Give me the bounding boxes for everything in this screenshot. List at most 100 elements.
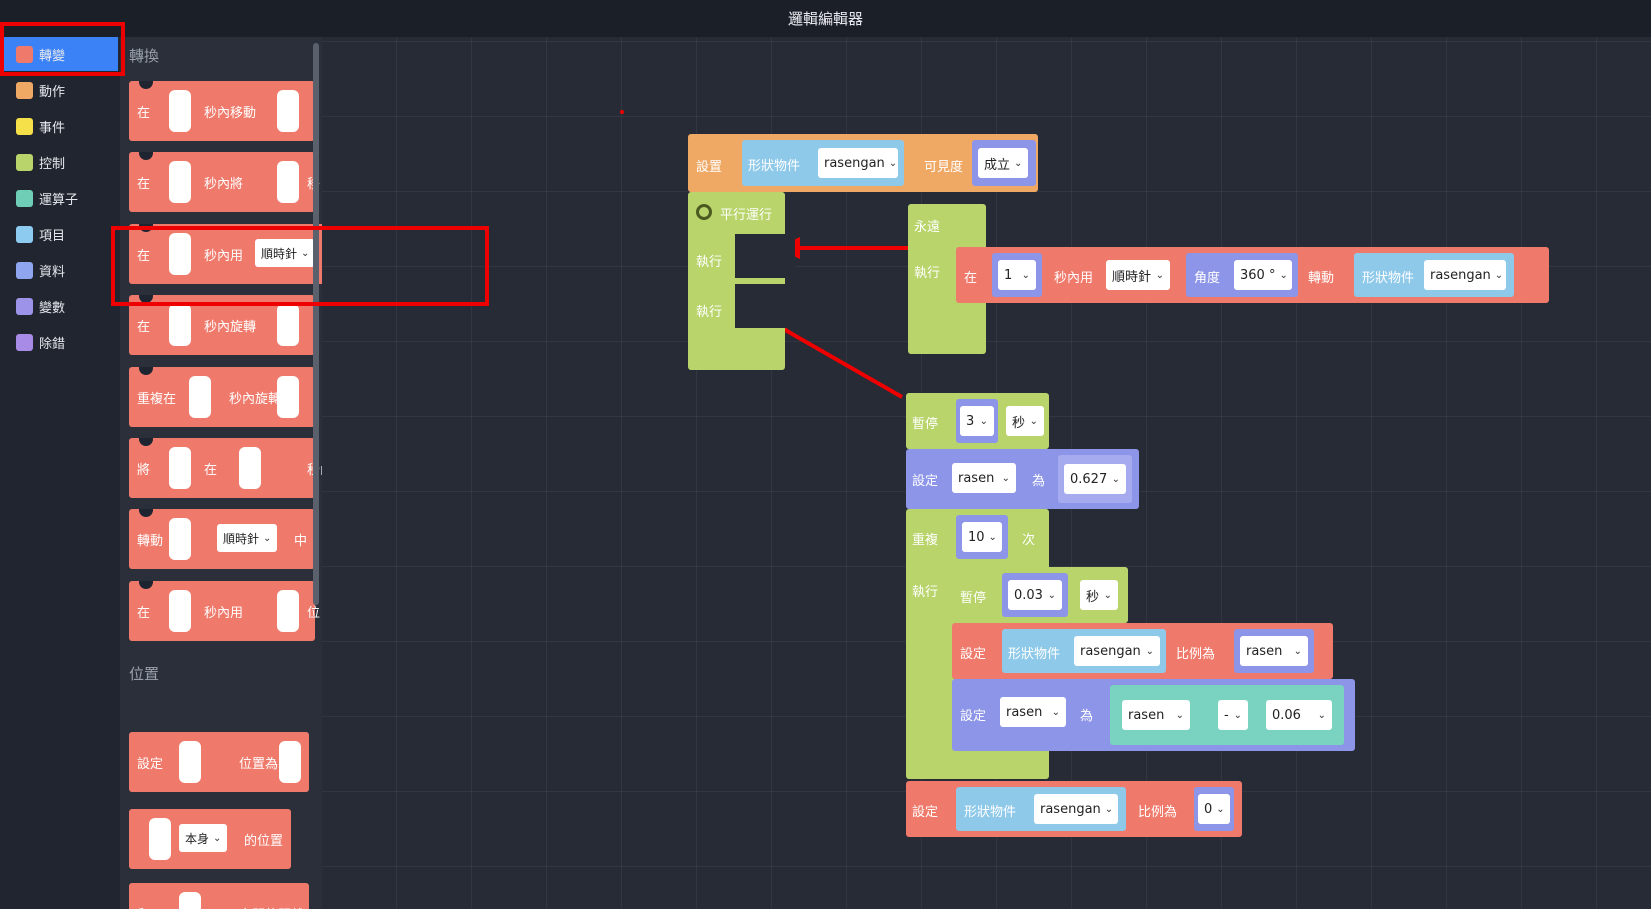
unit-dropdown[interactable]: 秒⌄ bbox=[1080, 580, 1118, 610]
block-text: 在 bbox=[137, 319, 151, 335]
scale-dropdown[interactable]: rasen⌄ bbox=[1240, 636, 1308, 666]
self-dropdown[interactable]: 本身⌄ bbox=[179, 824, 228, 852]
chevron-down-icon: ⌄ bbox=[979, 415, 988, 427]
block-text: 秒內旋轉 bbox=[229, 391, 282, 407]
shape-dropdown[interactable]: rasengan⌄ bbox=[1424, 260, 1506, 290]
dropdown-value: 360 ° bbox=[1240, 267, 1276, 283]
chevron-down-icon: ⌄ bbox=[1047, 589, 1056, 601]
pause-value-input: 0.03⌄ bbox=[1002, 573, 1068, 617]
category-0[interactable]: 轉變 bbox=[0, 37, 118, 71]
flyout-block[interactable]: 轉動 順時針⌄ 中 bbox=[129, 509, 315, 569]
angle-dropdown[interactable]: 360 °⌄ bbox=[1234, 260, 1292, 290]
flyout-block[interactable]: 在秒內將移 bbox=[129, 152, 320, 212]
block-label: 執行 bbox=[696, 255, 723, 270]
category-swatch-icon bbox=[16, 45, 33, 63]
scale-dropdown[interactable]: 0⌄ bbox=[1198, 794, 1230, 824]
parallel-block[interactable]: 平行運行執行執行 bbox=[688, 192, 795, 370]
variable-dropdown[interactable]: rasen⌄ bbox=[1000, 697, 1066, 727]
category-4[interactable]: 運算子 bbox=[0, 181, 118, 215]
category-1[interactable]: 動作 bbox=[0, 73, 118, 107]
block-text: 轉動 bbox=[137, 533, 164, 549]
category-2[interactable]: 事件 bbox=[0, 109, 118, 143]
chevron-down-icon: ⌄ bbox=[1001, 472, 1010, 484]
visibility-dropdown[interactable]: 成立⌄ bbox=[978, 148, 1028, 178]
pause-value-dropdown[interactable]: 3⌄ bbox=[960, 406, 994, 436]
chevron-down-icon: ⌄ bbox=[988, 531, 997, 543]
repeat-times-input: 10⌄ bbox=[956, 515, 1008, 559]
input-slot bbox=[169, 90, 191, 132]
shape-dropdown[interactable]: rasengan⌄ bbox=[1074, 636, 1160, 666]
gear-icon[interactable] bbox=[696, 204, 712, 220]
lhs-dropdown[interactable]: rasen⌄ bbox=[1122, 700, 1190, 730]
flyout-scrollbar[interactable] bbox=[313, 43, 319, 605]
seconds-dropdown[interactable]: 1⌄ bbox=[998, 260, 1036, 290]
operator-dropdown[interactable]: -⌄ bbox=[1218, 700, 1248, 730]
input-slot bbox=[277, 590, 299, 632]
flyout-block[interactable]: 重複在秒內旋轉 bbox=[129, 367, 315, 427]
block-text: 在 bbox=[137, 605, 151, 621]
category-label: 資料 bbox=[39, 264, 66, 280]
variable-dropdown[interactable]: rasen⌄ bbox=[952, 463, 1016, 493]
direction-dropdown[interactable]: 順時針⌄ bbox=[217, 524, 278, 552]
flyout-block[interactable]: 在秒內移動 bbox=[129, 81, 315, 141]
chevron-down-icon: ⌄ bbox=[1216, 803, 1225, 815]
rhs-dropdown[interactable]: 0.06⌄ bbox=[1266, 700, 1332, 730]
flyout-block[interactable]: 在秒內用位 bbox=[129, 581, 320, 641]
times-dropdown[interactable]: 10⌄ bbox=[962, 522, 1002, 552]
category-5[interactable]: 項目 bbox=[0, 217, 118, 251]
value-dropdown[interactable]: 0.627⌄ bbox=[1064, 464, 1126, 494]
connector-notch bbox=[139, 81, 153, 89]
block-text: 在 bbox=[137, 176, 151, 192]
block-label: 形狀物件 bbox=[1362, 271, 1415, 286]
flyout-block[interactable]: 設定位置為 bbox=[129, 732, 309, 792]
category-swatch-icon bbox=[16, 189, 33, 207]
shape-dropdown[interactable]: rasengan⌄ bbox=[1034, 794, 1118, 824]
block-text: 秒內用 bbox=[204, 605, 244, 621]
scale-value-input: rasen⌄ bbox=[1234, 629, 1314, 673]
connector-notch bbox=[139, 509, 153, 517]
direction-dropdown[interactable]: 順時針⌄ bbox=[1106, 260, 1170, 290]
block-text: 中 bbox=[294, 533, 308, 549]
unit-dropdown[interactable]: 秒⌄ bbox=[1006, 406, 1044, 436]
flyout-block[interactable]: 和之間的距離 bbox=[129, 883, 309, 909]
block-label: 重複 bbox=[912, 533, 939, 548]
shape-dropdown[interactable]: rasengan⌄ bbox=[818, 148, 898, 178]
block-label: 為 bbox=[1080, 709, 1094, 724]
category-label: 控制 bbox=[39, 156, 66, 172]
dropdown-value: rasengan bbox=[1040, 801, 1101, 817]
block-label: 為 bbox=[1032, 474, 1046, 489]
dropdown-value: 1 bbox=[1004, 267, 1013, 283]
block-label: 執行 bbox=[912, 585, 939, 600]
arithmetic-input: rasen⌄ -⌄ 0.06⌄ bbox=[1110, 685, 1344, 745]
chevron-down-icon: ⌄ bbox=[1051, 706, 1060, 718]
flyout-block[interactable]: 本身⌄的位置 bbox=[129, 809, 291, 869]
arrow-lower bbox=[779, 325, 903, 399]
pause-value-dropdown[interactable]: 0.03⌄ bbox=[1008, 580, 1062, 610]
block-label: 比例為 bbox=[1138, 805, 1178, 820]
flyout-block[interactable]: 在秒內旋轉 bbox=[129, 295, 315, 355]
category-6[interactable]: 資料 bbox=[0, 253, 118, 287]
category-3[interactable]: 控制 bbox=[0, 145, 118, 179]
category-7[interactable]: 變數 bbox=[0, 289, 118, 323]
category-label: 動作 bbox=[39, 84, 66, 100]
category-8[interactable]: 除錯 bbox=[0, 325, 118, 359]
block-label: 比例為 bbox=[1176, 647, 1216, 662]
category-label: 項目 bbox=[39, 228, 66, 244]
block-label: 設置 bbox=[696, 160, 723, 175]
chevron-down-icon: ⌄ bbox=[1233, 709, 1242, 721]
direction-dropdown[interactable]: 順時針⌄ bbox=[255, 239, 316, 267]
dropdown-value: 順時針 bbox=[1112, 269, 1152, 285]
chevron-down-icon: ⌄ bbox=[1111, 473, 1120, 485]
